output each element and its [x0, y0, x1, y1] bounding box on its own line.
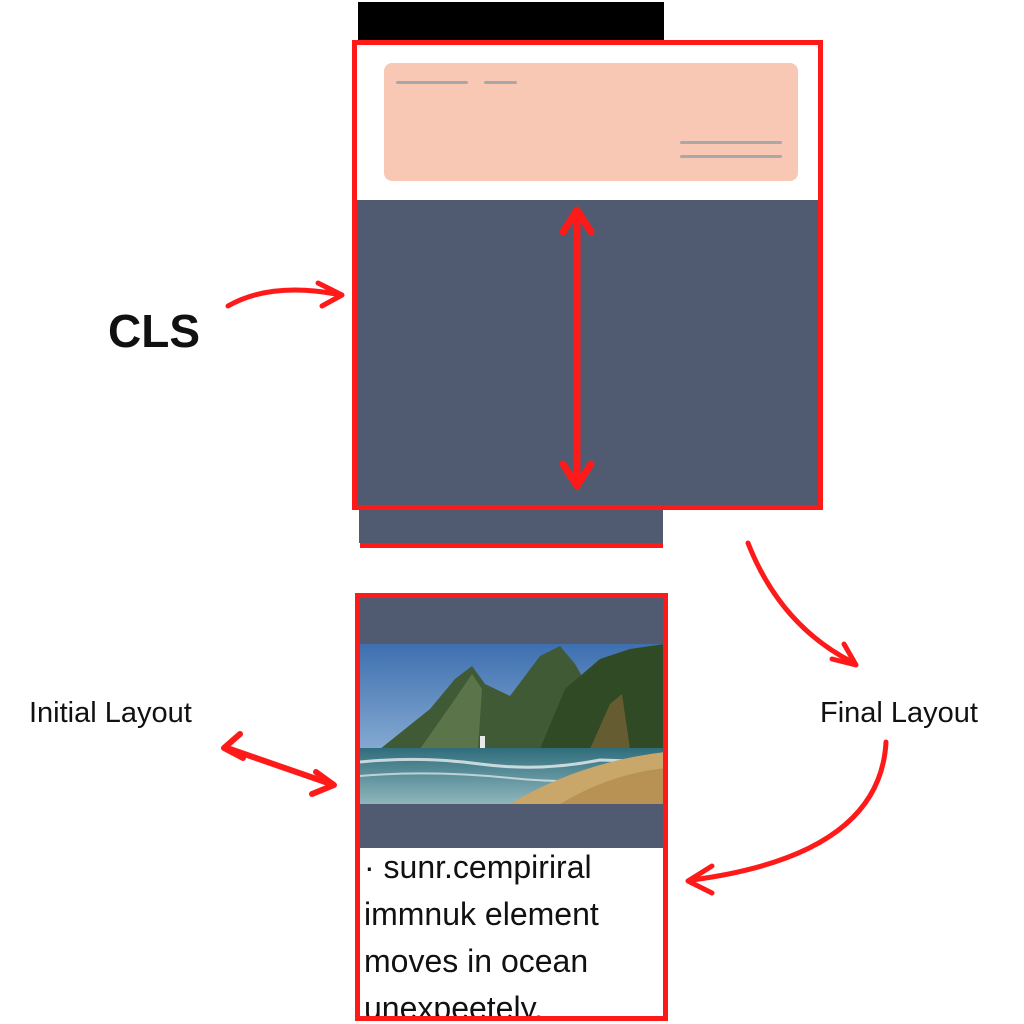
initial-layout-label: Initial Layout	[29, 697, 192, 729]
arrowhead	[315, 280, 345, 309]
caption-line: unexpeetely.	[364, 990, 544, 1021]
cls-label: CLS	[108, 305, 200, 357]
curved-arrow-icon	[225, 287, 339, 309]
top-content-area	[357, 200, 818, 505]
top-black-bar	[358, 2, 664, 40]
landscape-photo	[360, 644, 663, 804]
ad-banner-placeholder	[384, 63, 798, 181]
curved-arrow-icon	[689, 739, 889, 883]
caption-line: moves in ocean	[364, 943, 589, 979]
shifted-content-slab	[359, 505, 663, 543]
layout-frame-top	[352, 40, 823, 510]
layout-frame-bottom: · sunr.cempiriral immnuk element moves i…	[355, 593, 668, 1021]
double-headed-arrow-icon	[224, 745, 334, 787]
banner-text-line	[680, 155, 782, 158]
curved-arrow-icon	[745, 540, 855, 665]
caption-line: · sunr.cempiriral	[364, 849, 592, 885]
caption-text: · sunr.cempiriral immnuk element moves i…	[364, 844, 663, 1021]
banner-text-line	[484, 81, 517, 84]
banner-text-line	[680, 141, 782, 144]
caption-line: immnuk element	[364, 896, 599, 932]
banner-text-line	[396, 81, 468, 84]
final-layout-label: Final Layout	[820, 697, 978, 729]
shifted-slab-outline	[360, 543, 663, 548]
